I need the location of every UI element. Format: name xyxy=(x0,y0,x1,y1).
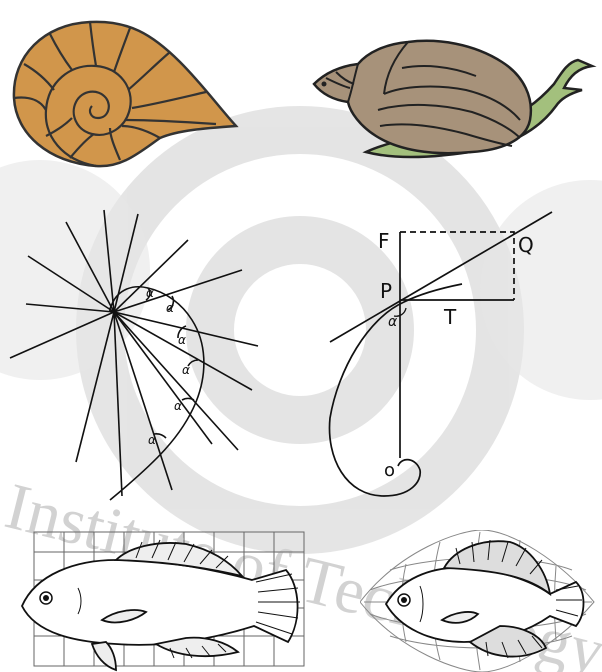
snail-image xyxy=(306,32,598,164)
nautilus-shell-image xyxy=(10,12,242,172)
snail-eye xyxy=(322,82,327,87)
angle-label-4: α xyxy=(182,363,190,377)
label-O: o xyxy=(384,460,395,481)
tangent-construction-diagram: F Q P T α o xyxy=(324,200,560,500)
fish-grid-curvilinear xyxy=(360,530,596,672)
label-Q: Q xyxy=(518,233,534,257)
label-F: F xyxy=(378,229,390,253)
fish-grid-rectangular xyxy=(16,530,308,672)
fish-2-body xyxy=(386,568,584,642)
angle-label-3: α xyxy=(178,333,186,347)
spiral-curve xyxy=(110,287,204,500)
angle-label-1: α xyxy=(146,286,154,300)
label-T: T xyxy=(443,305,457,329)
angle-label-5: α xyxy=(174,399,182,413)
fish-1-pupil xyxy=(43,595,49,601)
label-alpha: α xyxy=(388,314,398,330)
angle-label-6: α xyxy=(148,433,156,447)
fish-2-pupil xyxy=(401,597,407,603)
label-P: P xyxy=(380,279,392,303)
equiangular-spiral-diagram: α α α α α α xyxy=(6,200,266,510)
fish-1-body xyxy=(22,560,298,645)
angle-label-2: α xyxy=(166,301,174,315)
snail-shell xyxy=(314,41,531,153)
